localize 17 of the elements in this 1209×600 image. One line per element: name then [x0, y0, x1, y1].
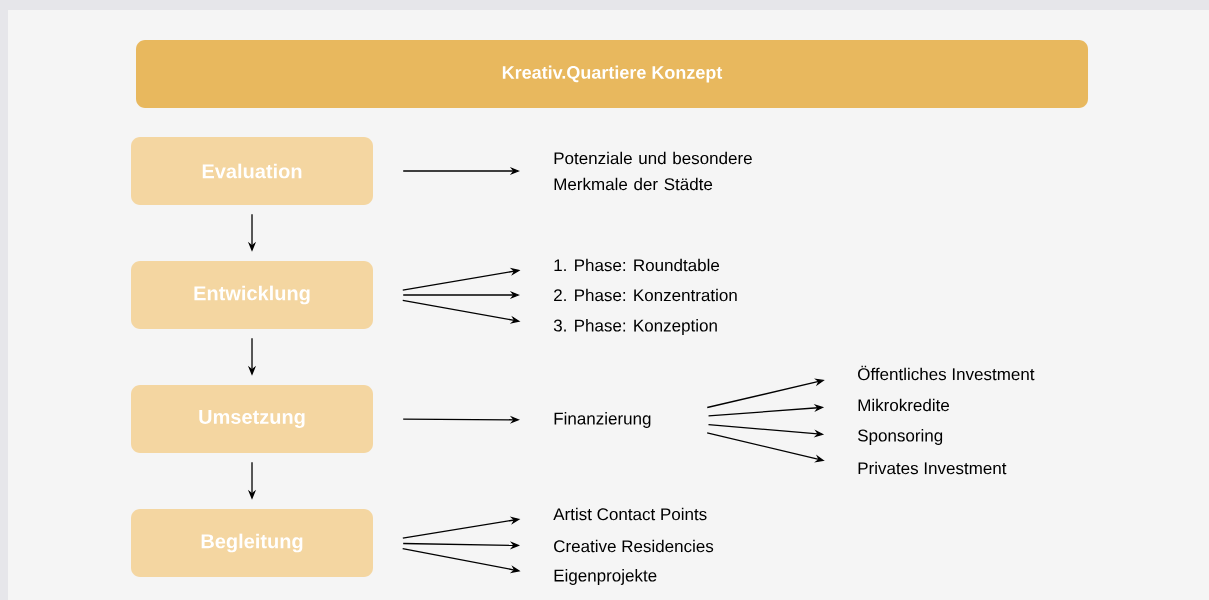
- item-text: Potenziale und besondere Merkmale der Städte: [554, 151, 752, 191]
- title-bar: Kreativ.Quartiere Konzept: [136, 40, 1088, 108]
- item-text: Artist Contact Points: [553, 507, 707, 521]
- item-text: 2. Phase: Konzentration: [554, 288, 737, 302]
- item-text: Eigenprojekte: [554, 569, 657, 585]
- process-box: Entwicklung: [131, 261, 373, 329]
- item-text: Sponsoring: [858, 429, 943, 445]
- item-text: 1. Phase: Roundtable: [554, 258, 720, 272]
- item-text: Finanzierung: [554, 412, 651, 428]
- item-text: Privates Investment: [858, 461, 1007, 475]
- process-box: Umsetzung: [131, 385, 373, 453]
- item-text: Creative Residencies: [554, 539, 714, 553]
- process-box: Evaluation: [131, 137, 373, 205]
- item-text: Öffentliches Investment: [858, 365, 1035, 381]
- item-text: Mikrokredite: [858, 398, 950, 412]
- process-box: Begleitung: [131, 509, 373, 577]
- item-text: 3. Phase: Konzeption: [553, 319, 717, 335]
